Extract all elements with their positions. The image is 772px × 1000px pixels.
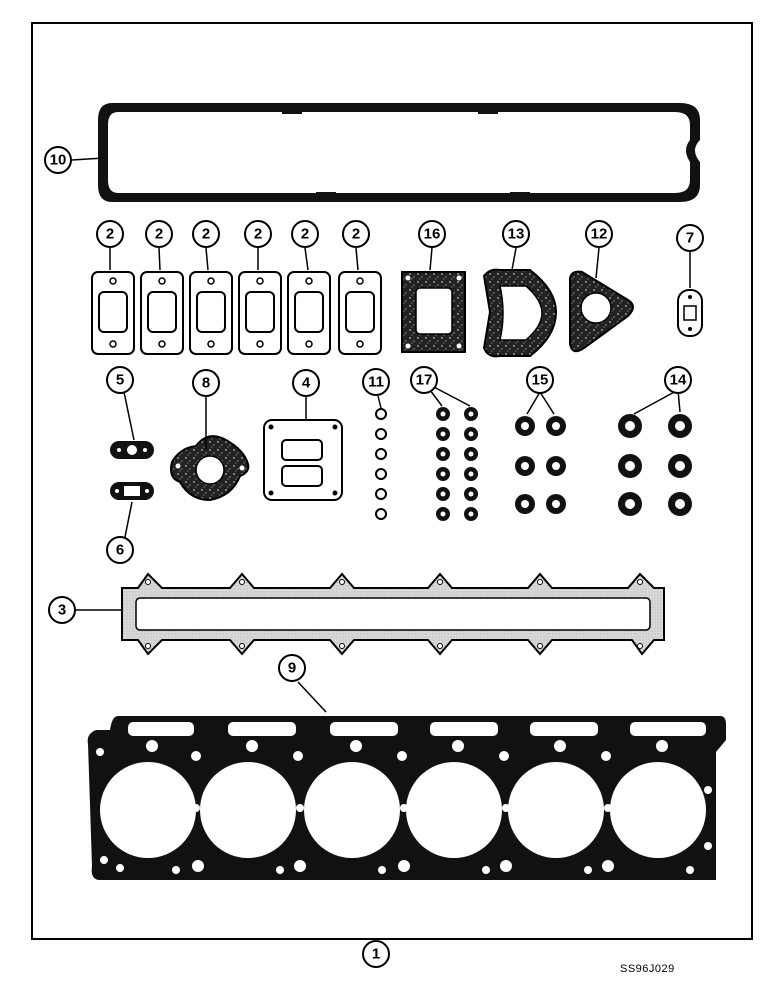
gasket-8 [170,435,250,502]
callout-1-label: 1 [372,946,380,963]
leader-lines [71,157,691,713]
callout-7: 7 [676,224,704,252]
cylinder-head-gasket [87,716,726,880]
callout-2f-label: 2 [352,226,360,243]
callout-11: 11 [362,368,390,396]
gasket-16 [401,271,466,353]
callout-10: 10 [44,146,72,174]
callout-2d-label: 2 [254,226,262,243]
callout-2d: 2 [244,220,272,248]
callout-16: 16 [418,220,446,248]
callout-17: 17 [410,366,438,394]
callout-3: 3 [48,596,76,624]
callout-13: 13 [502,220,530,248]
callout-17-label: 17 [416,372,433,389]
callout-8-label: 8 [202,375,210,392]
callout-5-label: 5 [116,372,124,389]
gasket-4 [263,419,343,501]
gasket-7 [677,289,703,337]
callout-6: 6 [106,536,134,564]
callout-14: 14 [664,366,692,394]
callout-6-label: 6 [116,542,124,559]
gasket-5 [110,441,154,459]
callout-14-label: 14 [670,372,687,389]
callout-8: 8 [192,369,220,397]
callout-2c: 2 [192,220,220,248]
frame-border [31,22,753,940]
callout-7-label: 7 [686,230,694,247]
callout-12-label: 12 [591,226,608,243]
callout-5: 5 [106,366,134,394]
callout-2b-label: 2 [155,226,163,243]
callout-2f: 2 [342,220,370,248]
callout-9: 9 [278,654,306,682]
callout-15: 15 [526,366,554,394]
callout-2b: 2 [145,220,173,248]
valve-cover-gasket [98,103,700,202]
callout-16-label: 16 [424,226,441,243]
callout-15-label: 15 [532,372,549,389]
callout-4-label: 4 [302,375,311,392]
callout-1: 1 [362,940,390,968]
gasket-12 [569,270,634,353]
intake-manifold-gasket [121,572,665,656]
reference-code: SS96J029 [620,963,675,975]
callout-13-label: 13 [508,226,525,243]
exhaust-manifold-gaskets [91,271,382,355]
seals-11 [375,408,387,520]
callout-2a-label: 2 [106,226,114,243]
rings-15 [515,416,566,514]
callout-2e: 2 [291,220,319,248]
callout-10-label: 10 [50,152,67,169]
callout-9-label: 9 [288,660,296,677]
gasket-6 [110,482,154,500]
callout-3-label: 3 [58,602,66,619]
callout-12: 12 [585,220,613,248]
callout-2c-label: 2 [202,226,210,243]
seals-17 [436,407,478,521]
callout-2e-label: 2 [301,226,309,243]
callout-11-label: 11 [368,374,384,391]
rings-14 [618,414,692,516]
callout-4: 4 [292,369,320,397]
gasket-13 [482,268,558,358]
callout-2a: 2 [96,220,124,248]
